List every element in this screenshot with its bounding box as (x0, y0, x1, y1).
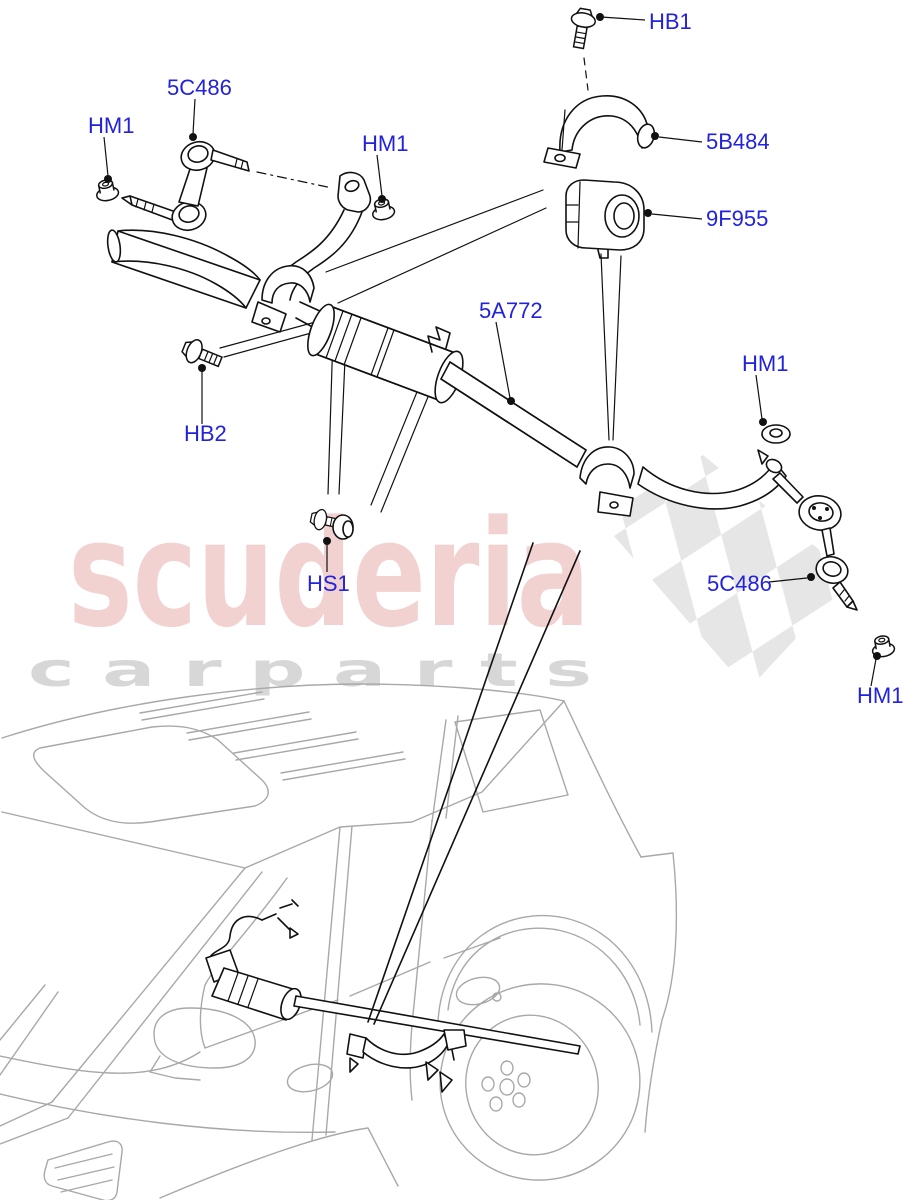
label-hs1[interactable]: HS1 (307, 571, 350, 596)
label-5c486-right[interactable]: 5C486 (707, 571, 772, 596)
label-hm1-top-second[interactable]: HM1 (362, 131, 408, 156)
location-pointer-lines (367, 542, 581, 1025)
label-9f955[interactable]: 9F955 (706, 206, 768, 231)
bolt-hb1-drawing (565, 6, 598, 51)
vehicle-outline-drawing (0, 683, 678, 1200)
part-code-labels: HB1 5C486 HM1 HM1 5B484 9F955 5A772 HB2 … (88, 9, 903, 708)
installed-stabilizer-assembly-drawing (205, 899, 581, 1093)
wheel-lug-holes (481, 1060, 531, 1112)
label-hb1[interactable]: HB1 (649, 9, 692, 34)
label-5b484[interactable]: 5B484 (706, 129, 770, 154)
fender-vent (43, 1140, 123, 1200)
watermark-subtext: c a r p a r t s (28, 643, 592, 697)
label-hm1-top-left[interactable]: HM1 (88, 113, 134, 138)
label-hb2[interactable]: HB2 (184, 421, 227, 446)
stabilizer-link-right-drawing (757, 449, 858, 611)
hb1-alignment-dashes (583, 57, 589, 91)
checkered-flag-watermark (600, 455, 853, 690)
bushing-9f955-drawing (565, 179, 645, 259)
leader-lines (103, 13, 881, 687)
screw-hs1-drawing (308, 507, 354, 540)
label-hm1-bottom-right[interactable]: HM1 (857, 683, 903, 708)
stabilizer-bar-5a772-drawing (106, 171, 787, 517)
label-5a772[interactable]: 5A772 (479, 298, 543, 323)
label-5c486-left[interactable]: 5C486 (167, 75, 232, 100)
roof-rails (139, 691, 406, 781)
washer-hm1-right-drawing (761, 424, 791, 444)
stabilizer-link-left-drawing (121, 140, 333, 232)
clamp-bracket-5b484-drawing (543, 95, 656, 169)
label-hm1-right[interactable]: HM1 (742, 351, 788, 376)
